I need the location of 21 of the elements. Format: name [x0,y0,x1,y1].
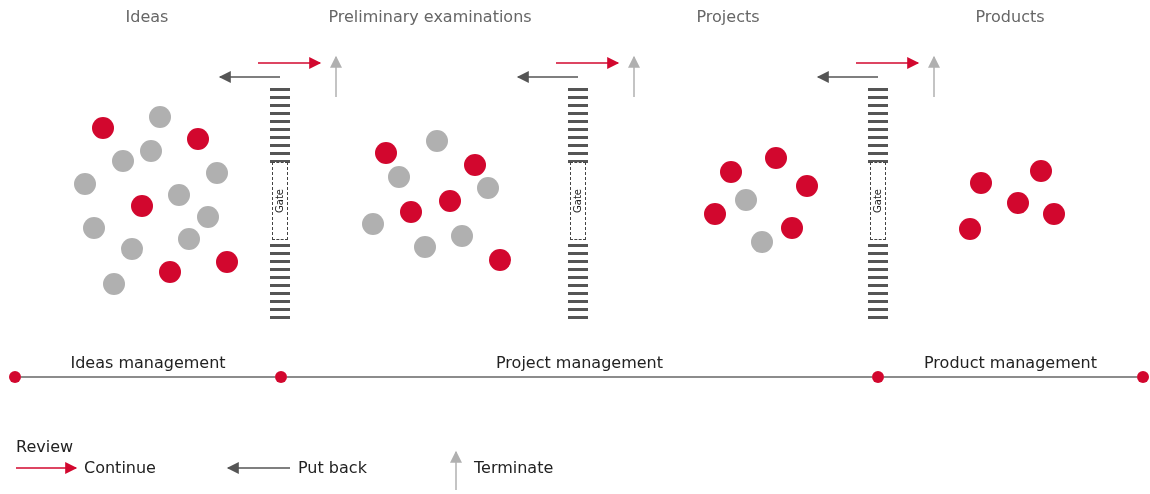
gate-label: Gate [572,189,584,213]
legend-title: Review [16,437,74,457]
column-heading: Products [975,7,1045,27]
milestone-dot [275,371,287,383]
timeline-line [883,376,1138,378]
column-heading: Ideas [125,7,169,27]
gate-label: Gate [872,189,884,213]
gate-box [570,162,586,240]
legend-label: Continue [84,458,156,478]
milestone-dot [9,371,21,383]
gate-box [870,162,886,240]
milestone-dot [872,371,884,383]
gate-label: Gate [274,189,286,213]
column-heading: Projects [696,7,760,27]
legend-label: Terminate [474,458,554,478]
legend-label: Put back [298,458,367,478]
timeline-line [20,376,276,378]
gate-box [272,162,288,240]
timeline-line [286,376,873,378]
milestone-dot [1137,371,1149,383]
column-heading: Preliminary examinations [328,7,532,27]
